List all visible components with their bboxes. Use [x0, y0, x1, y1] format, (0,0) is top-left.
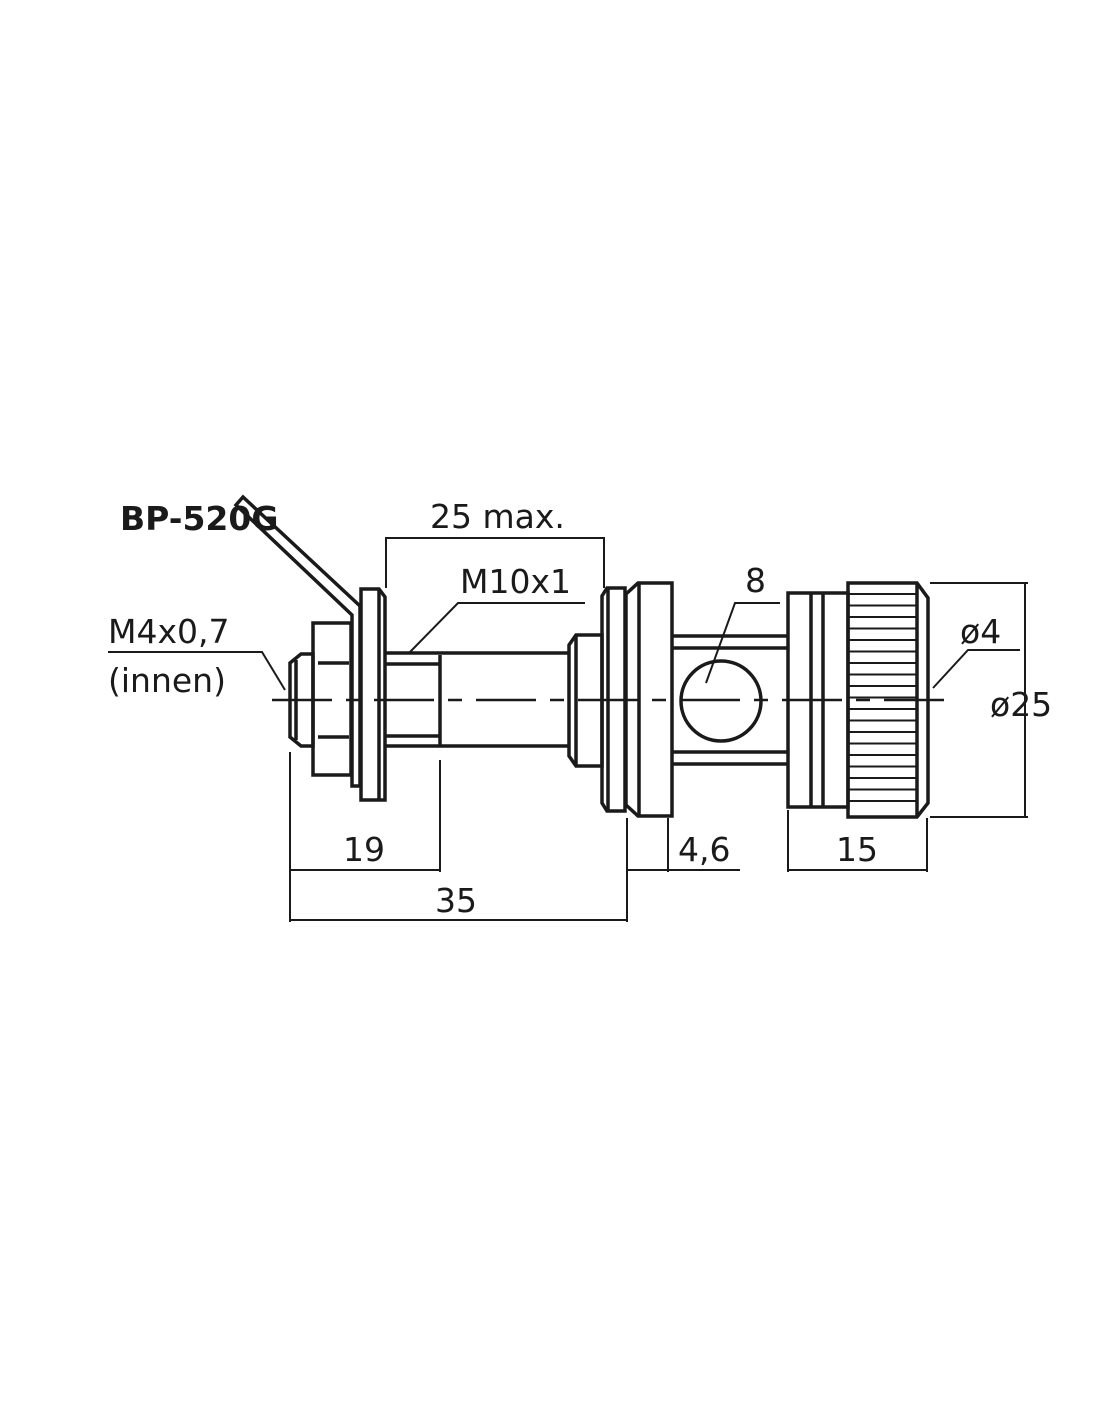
model-title: BP-520G: [120, 499, 278, 538]
dim-hole-diameter: 8: [745, 561, 766, 600]
dim-thread-inner: M4x0,7: [108, 612, 229, 651]
knurled-cap: [846, 581, 930, 819]
dim-thread-inner-note: (innen): [108, 661, 226, 700]
body-flange: [600, 581, 674, 818]
dim-total-length: 35: [435, 881, 477, 920]
dim-flange-width: 4,6: [678, 830, 730, 869]
threaded-shaft: [385, 651, 570, 748]
dim-thread-outer: M10x1: [460, 562, 571, 601]
dim-pin-diameter: ø4: [960, 612, 1001, 651]
dim-thread-length: 19: [343, 830, 385, 869]
panel-washer: [359, 587, 387, 802]
dim-cap-length: 15: [836, 830, 878, 869]
dim-panel-thickness: 25 max.: [430, 497, 565, 536]
cross-hole-body: [672, 634, 788, 766]
dim-cap-diameter: ø25: [990, 685, 1052, 724]
dimension-lines: [108, 537, 1028, 922]
cross-hole: [679, 659, 763, 743]
hex-nut: [311, 621, 353, 777]
